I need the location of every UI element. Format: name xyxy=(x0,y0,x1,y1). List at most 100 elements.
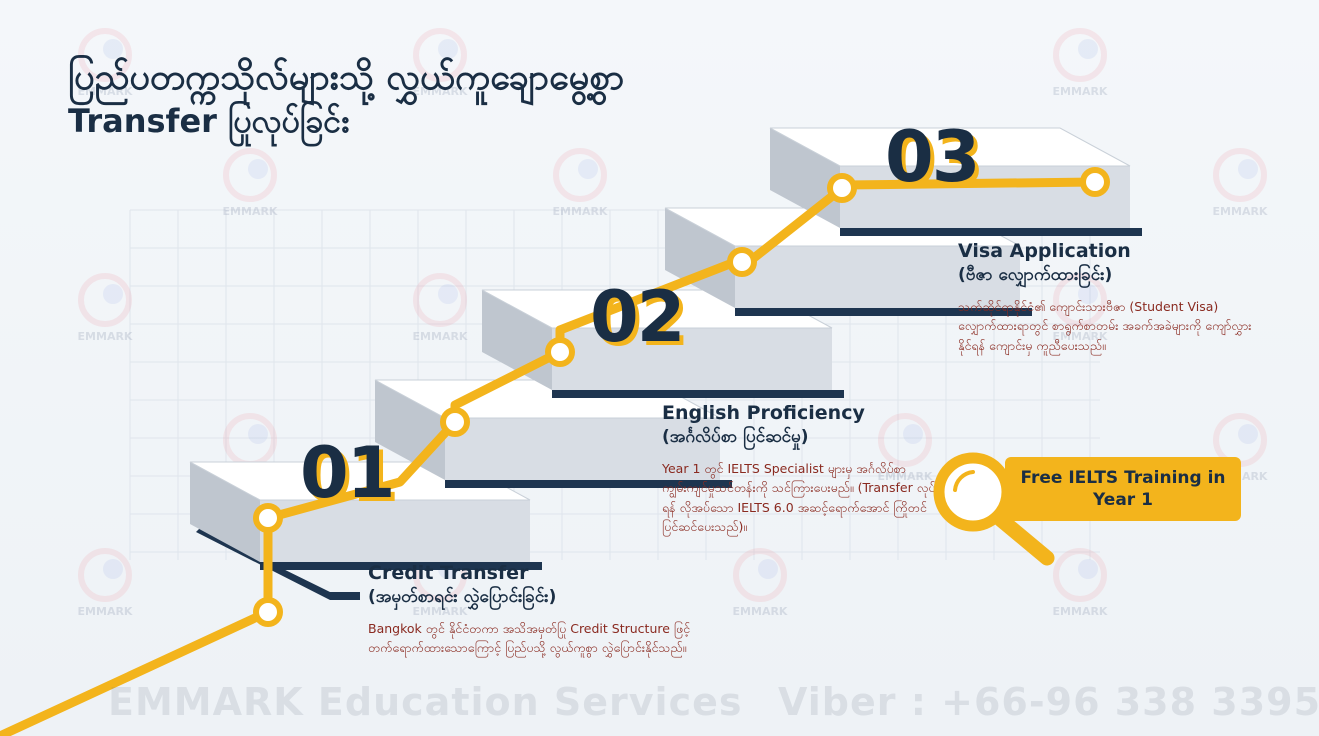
stair-riser-side xyxy=(190,462,260,562)
watermark-text: EMMARK xyxy=(1053,330,1108,343)
step-2-text: English Proficiency (အင်္ဂလိပ်စာ ပြင်ဆင်… xyxy=(662,402,942,537)
watermark-dot xyxy=(438,39,458,59)
step-1-subheading: (အမှတ်စာရင်း လွှဲပြောင်းခြင်း) xyxy=(368,587,557,607)
stair-edge xyxy=(840,228,1142,236)
stair-riser-front xyxy=(735,246,1020,308)
step-3-subheading: (ဗီဇာ လျှောက်ထားခြင်း) xyxy=(958,265,1113,285)
watermark-ring xyxy=(878,413,932,467)
watermark-dot xyxy=(103,559,123,579)
watermark-logo: EMMARK xyxy=(78,28,133,98)
path-node-1 xyxy=(253,597,283,627)
watermark-ring xyxy=(1053,548,1107,602)
watermark-logo: EMMARK xyxy=(1053,548,1108,618)
progress-path xyxy=(0,167,1110,736)
watermark-text: EMMARK xyxy=(878,470,933,483)
stair-riser-front xyxy=(552,328,832,390)
watermark-ring xyxy=(413,273,467,327)
watermark-dot xyxy=(248,424,268,444)
watermark-text: EMMARK xyxy=(78,605,133,618)
stair-step-4 xyxy=(664,207,1032,316)
watermark-dot xyxy=(103,284,123,304)
watermark-ring xyxy=(1213,148,1267,202)
watermark-ring xyxy=(413,28,467,82)
watermark-dot xyxy=(1078,39,1098,59)
watermark-text: EMMARK xyxy=(1053,85,1108,98)
watermark-dot xyxy=(903,424,923,444)
stair-edge xyxy=(735,308,1032,316)
path-node-6 xyxy=(827,173,857,203)
footer-company: EMMARK Education Services xyxy=(108,680,743,724)
watermark-text: EMMARK xyxy=(733,605,788,618)
watermark-text: EMMARK xyxy=(413,605,468,618)
step-number-1: 01 xyxy=(300,432,395,514)
watermark-logo: EMMARK xyxy=(1213,148,1268,218)
stair-edge xyxy=(445,480,732,488)
watermark-logo: EMMARK xyxy=(413,273,468,343)
watermark-logo: EMMARK xyxy=(78,273,133,343)
watermark-ring xyxy=(1053,28,1107,82)
watermark-text: EMMARK xyxy=(553,205,608,218)
watermark-logo: EMMARK xyxy=(733,548,788,618)
watermark-logo: EMMARK xyxy=(1053,273,1108,343)
watermark-text: EMMARK xyxy=(78,85,133,98)
watermark-dot xyxy=(578,159,598,179)
watermark-text: EMMARK xyxy=(413,85,468,98)
path-node-7 xyxy=(1080,167,1110,197)
watermark-ring xyxy=(1053,273,1107,327)
watermark-logo: EMMARK xyxy=(223,148,278,218)
watermark-text: EMMARK xyxy=(1213,205,1268,218)
watermark-logo: EMMARK xyxy=(413,28,468,98)
magnifier-icon xyxy=(933,452,1055,566)
path-node-3 xyxy=(440,407,470,437)
step-2-subheading: (အင်္ဂလိပ်စာ ပြင်ဆင်မှု) xyxy=(662,427,809,447)
watermark-text: EMMARK xyxy=(223,205,278,218)
watermark-dot xyxy=(438,284,458,304)
watermark-ring xyxy=(223,148,277,202)
path-node-5 xyxy=(727,247,757,277)
footer-contact: Viber : +66-96 338 3395 xyxy=(778,680,1319,724)
stair-tread xyxy=(769,127,1131,167)
watermark-dot xyxy=(1078,559,1098,579)
watermark-dot xyxy=(1078,284,1098,304)
watermark-ring xyxy=(733,548,787,602)
watermark-text: EMMARK xyxy=(78,330,133,343)
stair-riser-front xyxy=(445,418,720,480)
path-node-4 xyxy=(545,337,575,367)
stair-step-5 xyxy=(769,127,1142,236)
stair-edge xyxy=(552,390,844,398)
step-1-heading: Credit Transfer xyxy=(368,562,529,584)
step-2-heading: English Proficiency xyxy=(662,402,865,424)
watermark-dot xyxy=(248,159,268,179)
watermark-dot xyxy=(103,39,123,59)
page-title: ပြည်ပတက္ကသိုလ်များသို့ လွှယ်ကူချောမွေ့စွ… xyxy=(68,57,788,141)
watermark-dot xyxy=(758,559,778,579)
step-3-text: Visa Application (ဗီဇာ လျှောက်ထားခြင်း) … xyxy=(958,240,1258,355)
stair-riser-front xyxy=(260,500,530,562)
staircase xyxy=(189,127,1142,600)
stair-edge xyxy=(260,562,542,570)
step-3-description: သက်ဆိုင်ရာနိုင်ငံ၏ ကျောင်းသားဗီဇာ (Stude… xyxy=(958,299,1252,353)
watermark-text: EMMARK xyxy=(413,330,468,343)
watermark-text: EMMARK xyxy=(1053,605,1108,618)
step-number-3: 03 xyxy=(885,116,980,198)
step-3-heading: Visa Application xyxy=(958,240,1131,262)
step-2-description: Year 1 တွင် IELTS Specialist များမှ အင်္… xyxy=(662,461,936,535)
watermark-logo: EMMARK xyxy=(78,548,133,618)
watermark-ring xyxy=(553,148,607,202)
watermark-dot xyxy=(1238,159,1258,179)
watermark-ring xyxy=(78,273,132,327)
step-number-2: 02 xyxy=(590,276,685,358)
free-ielts-badge: Free IELTS Training in Year 1 xyxy=(1005,457,1241,521)
path-node-2 xyxy=(253,503,283,533)
watermark-dot xyxy=(1238,424,1258,444)
watermark-logo: EMMARK xyxy=(878,413,933,483)
step-1-description: Bangkok တွင် နိုင်ငံတကာ အသိအမှတ်ပြု Cred… xyxy=(368,621,691,656)
watermark-ring xyxy=(78,28,132,82)
watermark-logo: EMMARK xyxy=(553,148,608,218)
watermark-logo: EMMARK xyxy=(1053,28,1108,98)
watermark-ring xyxy=(78,548,132,602)
title-line-2: Transfer ပြုလုပ်ခြင်း xyxy=(68,102,350,141)
stair-riser-side xyxy=(665,208,735,308)
